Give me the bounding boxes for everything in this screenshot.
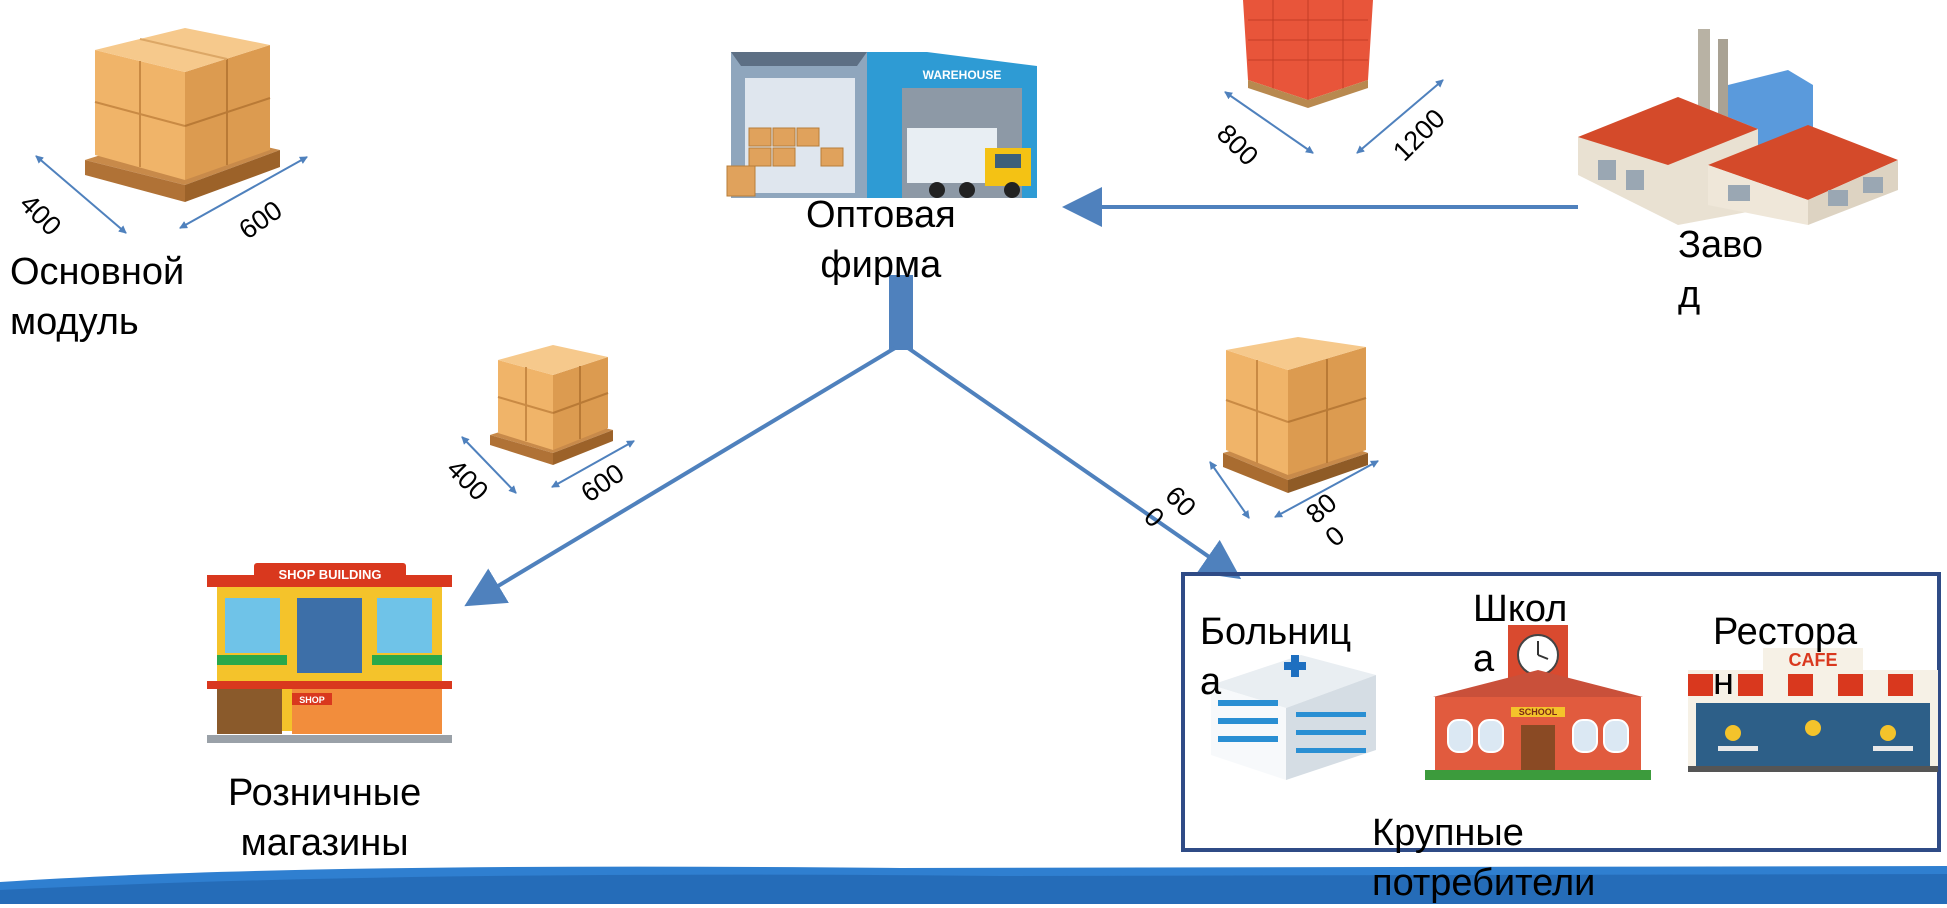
dim-arrow-retail-w	[461, 436, 517, 494]
factory-icon	[1578, 29, 1898, 225]
dim-arrow-factory-l	[1356, 79, 1444, 154]
svg-text:WAREHOUSE: WAREHOUSE	[923, 68, 1002, 82]
footer-band	[0, 866, 1947, 904]
arrow-to-retail	[464, 346, 897, 607]
top-left-partial-label: ...	[0, 0, 32, 20]
dim-arrow-base-l	[179, 156, 308, 229]
hospital-icon	[1211, 655, 1376, 780]
arrow-to-consumers	[906, 346, 1242, 580]
base-module-label: Основной модуль	[10, 251, 185, 343]
shop-building-icon: SHOP BUILDING SHOP	[207, 563, 452, 743]
warehouse-sign	[912, 66, 1012, 82]
large-consumers-frame	[1181, 572, 1941, 852]
school-label: Школ а	[1473, 588, 1568, 680]
dim-arrow-retail-l	[551, 440, 635, 488]
restaurant-label: Рестора н	[1713, 611, 1858, 703]
school-icon: SCHOOL	[1425, 625, 1651, 780]
dim-arrow-consumer-l	[1274, 460, 1379, 518]
trunk-connector	[889, 275, 913, 350]
dim-arrow-consumer-w	[1209, 461, 1250, 519]
dim-arrow-factory-w	[1224, 91, 1314, 154]
svg-text:SHOP BUILDING: SHOP BUILDING	[278, 567, 381, 582]
pallet-boxes-small-icon	[490, 345, 613, 465]
large-consumers-label: Крупные потребители	[1372, 812, 1596, 904]
hospital-label: Больниц а	[1200, 611, 1352, 703]
cafe-icon: CAFE	[1688, 648, 1938, 772]
pallet-boxes-large-icon	[1223, 337, 1368, 493]
warehouse-icon: WAREHOUSE	[726, 52, 1037, 198]
svg-text:SCHOOL: SCHOOL	[1519, 707, 1558, 717]
dim-arrow-base-w	[35, 155, 127, 234]
svg-text:SHOP: SHOP	[299, 695, 325, 705]
svg-text:CAFE: CAFE	[1789, 650, 1838, 670]
retail-label: Розничные магазины	[228, 772, 422, 864]
factory-label: Заво д	[1678, 224, 1763, 316]
wholesale-label: Оптовая фирма	[806, 194, 956, 286]
pallet-boxes-icon	[85, 28, 280, 202]
pallet-bricks-icon	[1243, 0, 1373, 108]
